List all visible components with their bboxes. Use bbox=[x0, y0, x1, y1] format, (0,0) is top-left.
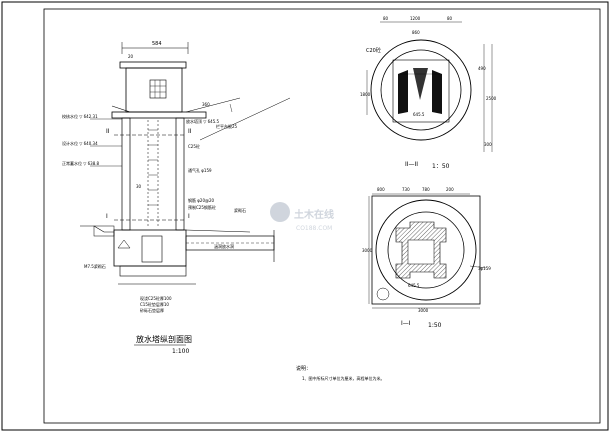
concrete-label: C25砼 bbox=[188, 143, 200, 149]
plan-ii-pier-left bbox=[398, 70, 408, 114]
rock-mark bbox=[117, 239, 131, 249]
plan-i-bottom-dim: 3000 bbox=[418, 308, 429, 313]
dim-360: 360 bbox=[202, 102, 210, 107]
tower-section: 584 20 bbox=[62, 41, 291, 355]
plan-ii-right-b: 2500 bbox=[486, 96, 497, 101]
vent-label: 通气孔 φ159 bbox=[188, 167, 212, 173]
tower-roof bbox=[119, 61, 187, 69]
dim-30: 30 bbox=[136, 184, 142, 189]
elev-label-c: 正常蓄水位 ▽ 638.8 bbox=[62, 160, 100, 166]
plan-i-right-dim: 3φ159 bbox=[478, 266, 491, 271]
dim-top-label: 584 bbox=[152, 41, 162, 47]
dam-face bbox=[199, 97, 291, 141]
rail-label: 栏平台板25 bbox=[216, 123, 238, 129]
plan-ii-title: II—II bbox=[405, 161, 418, 168]
elev-label-a: 校核水位 ▽ 642.31 bbox=[62, 113, 98, 119]
plan-ii-dim-b: 1200 bbox=[410, 16, 421, 21]
plan-ii-dim-a: 80 bbox=[383, 16, 389, 21]
sill-label: M7.5浆砌石 bbox=[84, 263, 106, 269]
pipe-label: 钢筋 φ20@20 bbox=[188, 197, 215, 203]
plan-ii-total: 860 bbox=[412, 30, 420, 35]
gate-label: 涵洞放水洞 bbox=[214, 243, 234, 249]
plan-ii-scale: 1：50 bbox=[432, 163, 450, 170]
plan-ii: 80 1200 80 860 C20砼 645.5 1800 490 2500 … bbox=[360, 16, 497, 170]
bridge-deck bbox=[185, 97, 241, 113]
intake-chamber bbox=[141, 235, 163, 263]
watermark-main: 土木在线 bbox=[294, 208, 334, 221]
plan-i-foundation bbox=[371, 195, 481, 305]
plan-i-outer bbox=[375, 199, 477, 301]
plan-i-dim-c: 780 bbox=[422, 187, 430, 192]
plan-i-left-dim: 3000 bbox=[362, 248, 373, 253]
plan-ii-left-dim: 1800 bbox=[360, 92, 371, 97]
note-title: 说明： bbox=[296, 365, 311, 372]
window bbox=[149, 79, 167, 99]
cut-ii-left: II bbox=[106, 128, 110, 135]
section-scale: 1:100 bbox=[172, 348, 189, 355]
plan-ii-right-c: 300 bbox=[484, 142, 492, 147]
ladder-rungs bbox=[148, 129, 158, 206]
inner-frame bbox=[43, 8, 601, 424]
plan-ii-mark: C20砼 bbox=[366, 47, 381, 54]
layer-2: C15砼垫层厚10 bbox=[140, 301, 169, 307]
note-text: 1、图中所标尺寸单位为厘米，高程单位为米。 bbox=[302, 375, 385, 381]
plan-i-scale: 1:50 bbox=[428, 322, 442, 329]
plan-i-vent bbox=[376, 287, 390, 301]
plan-ii-pier-right bbox=[432, 70, 442, 114]
plan-ii-inner-label: 645.5 bbox=[413, 112, 425, 117]
upstream-ground bbox=[80, 225, 114, 233]
plan-ii-outer bbox=[370, 39, 472, 141]
cut-ii-right: II bbox=[188, 128, 192, 135]
cut-i-left: I bbox=[106, 213, 108, 220]
plan-i-inner-label: 645.5 bbox=[408, 283, 420, 288]
rail bbox=[111, 105, 131, 113]
section-title: 放水塔纵剖面图 bbox=[136, 334, 192, 344]
dim-top-sub: 20 bbox=[128, 54, 134, 59]
plan-ii-inner bbox=[380, 49, 462, 131]
plan-i-dim-b: 730 bbox=[402, 187, 410, 192]
tower-house bbox=[125, 67, 183, 113]
plan-ii-core bbox=[413, 68, 428, 100]
layer-3: 砂砾石垫层厚 bbox=[140, 307, 164, 313]
plan-i-title: I—I bbox=[401, 320, 411, 327]
plan-ii-shaft bbox=[392, 59, 450, 123]
dam-slope bbox=[185, 229, 251, 233]
watermark-logo bbox=[270, 202, 290, 222]
steel-label: 预制C25钢筋砼 bbox=[188, 204, 216, 210]
elev-top-label: 放水塔顶 ▽ 645.5 bbox=[186, 118, 220, 124]
layer-1: 现浇C25砼厚100 bbox=[140, 295, 172, 301]
plan-i-dim-a: 800 bbox=[377, 187, 385, 192]
watermark-sub: CO188.COM bbox=[296, 225, 332, 232]
plan-ii-dim-c: 80 bbox=[447, 16, 453, 21]
rock-label: 浆砌石 bbox=[234, 207, 246, 213]
plan-ii-right-a: 490 bbox=[478, 66, 486, 71]
watermark: 土木在线 CO188.COM bbox=[270, 202, 334, 232]
plan-i: 800 730 780 200 645.5 3000 3φ159 3000 I—… bbox=[362, 187, 491, 329]
plan-i-opening bbox=[407, 239, 435, 265]
foundation-slab bbox=[119, 265, 187, 277]
plan-i-inner bbox=[387, 211, 465, 289]
cut-i-right: I bbox=[188, 213, 190, 220]
elev-label-b: 设计水位 ▽ 640.34 bbox=[62, 140, 98, 146]
plan-i-dim-d: 200 bbox=[446, 187, 454, 192]
upstream-sill bbox=[93, 225, 115, 237]
platform-slab bbox=[111, 111, 207, 119]
